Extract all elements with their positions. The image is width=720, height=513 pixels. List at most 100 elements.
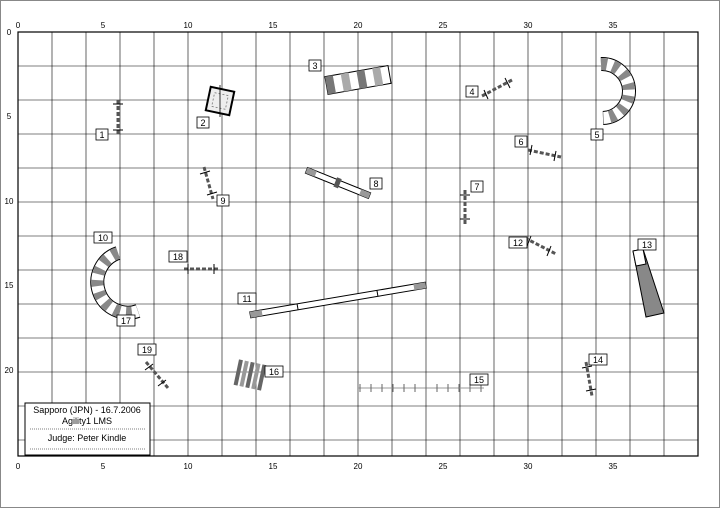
x-tick-label: 15 — [269, 21, 278, 30]
obstacle-9: 9 — [199, 166, 230, 207]
number-box — [465, 85, 479, 98]
obstacle-number: 4 — [469, 87, 474, 97]
obstacle-number: 19 — [142, 345, 152, 355]
y-tick-label: 0 — [7, 28, 12, 37]
x-tick-label: 20 — [354, 462, 363, 471]
jump-wing — [199, 170, 211, 175]
y-tick-label: 10 — [5, 197, 14, 206]
obstacle-number: 9 — [220, 196, 225, 206]
obstacle-7: 7 — [460, 180, 484, 224]
tunnel-segment — [356, 69, 368, 89]
obstacle-12: 12 — [508, 235, 557, 257]
x-tick-label: 5 — [101, 21, 106, 30]
obstacle-number: 8 — [373, 179, 378, 189]
number-box — [469, 373, 489, 386]
number-box — [168, 250, 188, 263]
obstacle-1: 1 — [95, 100, 123, 141]
number-box — [508, 236, 528, 249]
obstacle-14: 14 — [581, 353, 608, 397]
jump-wing — [553, 150, 557, 162]
contact-zone — [249, 309, 263, 318]
field-border — [17, 31, 699, 457]
obstacle-3: 3 — [308, 59, 392, 95]
wall-slat — [257, 364, 267, 391]
tunnel-segments — [600, 58, 635, 124]
weave-pole-group — [359, 384, 482, 392]
obstacle-8: 8 — [304, 166, 383, 200]
obstacle-number: 2 — [200, 118, 205, 128]
number-box — [137, 343, 157, 356]
judge-name: Judge: Peter Kindle — [48, 433, 127, 443]
wall-slat — [251, 363, 261, 390]
obstacle-13: 13 — [632, 238, 665, 318]
x-tick-label: 10 — [184, 462, 193, 471]
obstacle-number: 7 — [474, 182, 479, 192]
x-tick-label: 25 — [439, 21, 448, 30]
x-tick-label: 0 — [16, 462, 21, 471]
jump-wing — [546, 245, 552, 257]
obstacle-15: 15 — [358, 373, 489, 392]
wall-slat — [233, 359, 243, 386]
x-tick-label: 30 — [524, 462, 533, 471]
obstacle-number: 10 — [98, 233, 108, 243]
contact-zone — [413, 282, 427, 291]
info-box-frame — [24, 402, 151, 456]
jump-wing — [585, 388, 597, 392]
obstacle-17: 17 — [116, 314, 136, 327]
number-box — [588, 353, 608, 366]
jump-wing — [581, 365, 593, 369]
jump-wing — [206, 191, 218, 196]
obstacle-5: 5 — [590, 57, 636, 141]
x-axis-top: 0 5 10 15 20 25 30 35 — [16, 21, 618, 30]
y-tick-label: 20 — [5, 366, 14, 375]
tunnel-segments — [91, 247, 140, 319]
jump-wing — [526, 235, 532, 247]
wall-slat — [239, 360, 249, 387]
tunnel-segment — [340, 72, 352, 92]
number-box — [369, 177, 383, 190]
dogwalk-joint — [296, 303, 299, 310]
obstacle-number: 15 — [474, 375, 484, 385]
number-box — [216, 194, 230, 207]
tunnel-segment — [372, 66, 384, 87]
x-tick-label: 15 — [269, 462, 278, 471]
obstacle-18: 18 — [168, 250, 220, 274]
course-class: Agility1 LMS — [62, 416, 112, 426]
obstacle-number: 3 — [312, 61, 317, 71]
number-box — [514, 135, 528, 148]
number-box — [196, 116, 210, 129]
jump-wing — [157, 379, 167, 387]
contact-zone — [359, 189, 371, 199]
jump-wing — [529, 144, 533, 156]
obstacle-6: 6 — [514, 135, 562, 162]
obstacle-number: 13 — [642, 240, 652, 250]
y-axis: 0 5 10 15 20 — [5, 28, 14, 375]
x-tick-label: 20 — [354, 21, 363, 30]
y-tick-label: 15 — [5, 281, 14, 290]
number-box — [637, 238, 657, 251]
x-tick-label: 10 — [184, 21, 193, 30]
dogwalk-joint — [376, 290, 379, 297]
obstacle-number: 12 — [513, 238, 523, 248]
obstacle-19: 19 — [137, 343, 170, 389]
wall-slat — [245, 361, 255, 389]
obstacle-number: 18 — [173, 252, 183, 262]
x-tick-label: 25 — [439, 462, 448, 471]
number-box — [93, 231, 113, 244]
jump-wing — [483, 89, 489, 100]
x-tick-label: 30 — [524, 21, 533, 30]
grid — [18, 32, 698, 456]
table-inner — [211, 92, 229, 110]
number-box — [237, 292, 257, 305]
obstacle-16: 16 — [233, 359, 284, 391]
number-box — [590, 128, 604, 141]
obstacle-number: 14 — [593, 355, 603, 365]
tunnel-segment — [324, 75, 336, 95]
number-box — [470, 180, 484, 193]
x-tick-label: 5 — [101, 462, 106, 471]
obstacle-number: 1 — [99, 130, 104, 140]
x-tick-label: 35 — [609, 21, 618, 30]
obstacle-11: 11 — [237, 281, 427, 319]
number-box — [95, 128, 109, 141]
